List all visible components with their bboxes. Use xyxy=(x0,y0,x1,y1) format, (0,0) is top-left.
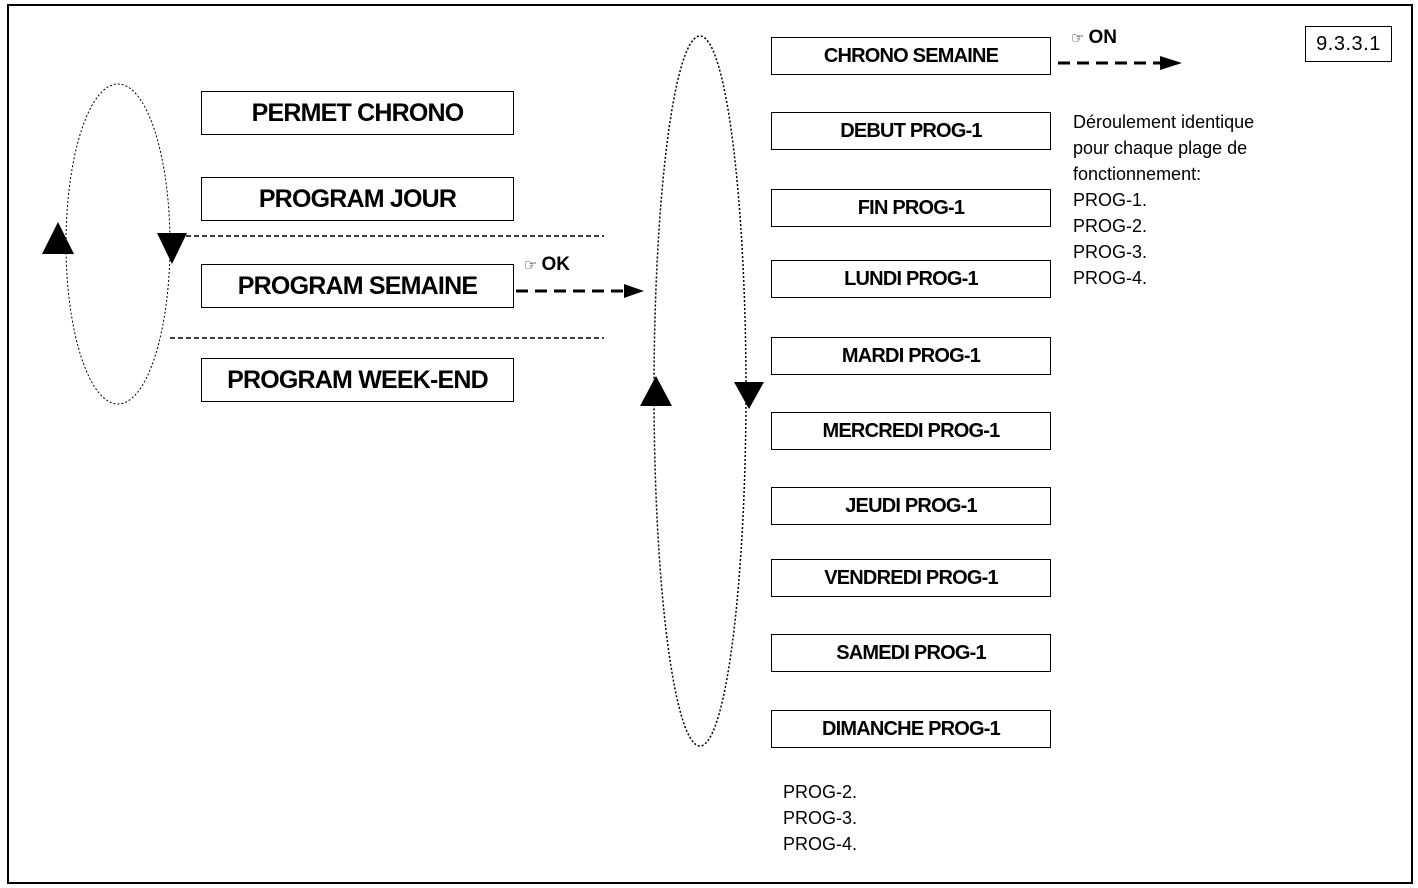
on-arrow-head xyxy=(1160,56,1182,70)
note-line: fonctionnement: xyxy=(1073,164,1202,184)
submenu-item-mercredi-prog-1[interactable]: MERCREDI PROG-1 xyxy=(771,412,1051,450)
diagram-frame xyxy=(7,4,1413,884)
submenu-item-vendredi-prog-1[interactable]: VENDREDI PROG-1 xyxy=(771,559,1051,597)
on-key-label: ☞ON xyxy=(1071,27,1117,49)
left-cycle-loop xyxy=(65,83,171,405)
bottom-list-item: PROG-3. xyxy=(783,808,858,828)
program-note: Déroulement identique pour chaque plage … xyxy=(1073,109,1254,291)
note-line: PROG-1. xyxy=(1073,190,1148,210)
ok-key-text: OK xyxy=(541,254,570,275)
submenu-item-debut-prog-1[interactable]: DEBUT PROG-1 xyxy=(771,112,1051,150)
submenu-item-dimanche-prog-1[interactable]: DIMANCHE PROG-1 xyxy=(771,710,1051,748)
bottom-list-item: PROG-2. xyxy=(783,782,858,802)
submenu-item-fin-prog-1[interactable]: FIN PROG-1 xyxy=(771,189,1051,227)
note-line: PROG-3. xyxy=(1073,242,1148,262)
menu-item-program-jour[interactable]: PROGRAM JOUR xyxy=(201,177,514,221)
submenu-item-mardi-prog-1[interactable]: MARDI PROG-1 xyxy=(771,337,1051,375)
ok-key-label: ☞OK xyxy=(524,254,570,276)
left-loop-down-arrow xyxy=(157,233,187,264)
menu-item-program-semaine[interactable]: PROGRAM SEMAINE xyxy=(201,264,514,308)
bottom-program-list: PROG-2. PROG-3. PROG-4. xyxy=(783,779,857,857)
note-line: Déroulement identique xyxy=(1073,112,1255,132)
right-loop-up-arrow xyxy=(640,376,672,406)
right-cycle-loop xyxy=(653,35,747,747)
menu-item-program-week-end[interactable]: PROGRAM WEEK-END xyxy=(201,358,514,402)
submenu-item-jeudi-prog-1[interactable]: JEUDI PROG-1 xyxy=(771,487,1051,525)
left-loop-up-arrow xyxy=(42,222,74,254)
bottom-list-item: PROG-4. xyxy=(783,834,858,854)
ok-arrow-head xyxy=(624,284,644,298)
submenu-item-lundi-prog-1[interactable]: LUNDI PROG-1 xyxy=(771,260,1051,298)
hand-pointer-icon: ☞ xyxy=(524,257,538,274)
hand-pointer-icon: ☞ xyxy=(1071,30,1085,47)
right-loop-down-arrow xyxy=(734,382,764,409)
submenu-item-chrono-semaine[interactable]: CHRONO SEMAINE xyxy=(771,37,1051,75)
page-reference: 9.3.3.1 xyxy=(1305,26,1392,62)
menu-item-permet-chrono[interactable]: PERMET CHRONO xyxy=(201,91,514,135)
note-line: pour chaque plage de xyxy=(1073,138,1248,158)
submenu-item-samedi-prog-1[interactable]: SAMEDI PROG-1 xyxy=(771,634,1051,672)
note-line: PROG-4. xyxy=(1073,268,1148,288)
note-line: PROG-2. xyxy=(1073,216,1148,236)
on-key-text: ON xyxy=(1088,27,1117,48)
